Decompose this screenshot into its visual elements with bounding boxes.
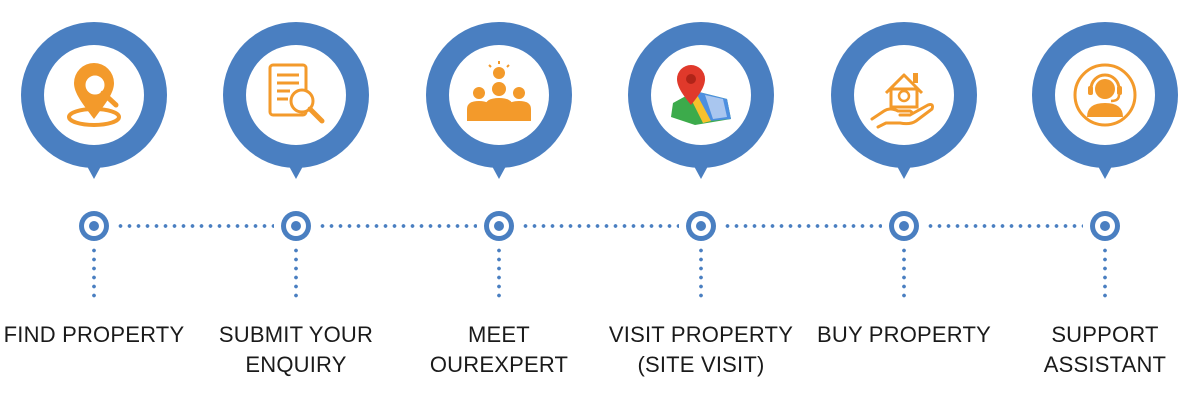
pin-face: [1055, 45, 1155, 145]
pin-tail: [1093, 157, 1117, 179]
pin-tail: [82, 157, 106, 179]
timeline-node: [889, 211, 919, 241]
pin-tail: [689, 157, 713, 179]
connector-dots: [926, 224, 1083, 228]
connector-dots: [318, 224, 477, 228]
pin-face: [449, 45, 549, 145]
step-pin: [21, 22, 167, 179]
step-pin: [1032, 22, 1178, 179]
drop-line-dots: [1103, 246, 1107, 300]
pin-face: [651, 45, 751, 145]
headset-support-icon: [1073, 63, 1137, 127]
step-label-line: MEET: [468, 322, 530, 347]
step-label: SUPPORT ASSISTANT: [1010, 320, 1200, 380]
step-label: VISIT PROPERTY (SITE VISIT): [606, 320, 796, 380]
house-in-hand-icon: [870, 73, 934, 129]
step-label-line: OUREXPERT: [429, 352, 569, 377]
timeline-node: [1090, 211, 1120, 241]
step-label: BUY PROPERTY: [809, 320, 999, 350]
step-label-line: SUPPORT: [1051, 322, 1159, 347]
step-label-line: BUY PROPERTY: [817, 322, 991, 347]
connector-dots: [521, 224, 679, 228]
step-label-line: FIND PROPERTY: [3, 322, 185, 347]
step-pin: [426, 22, 572, 179]
pin-tail: [284, 157, 308, 179]
step-label: FIND PROPERTY: [0, 320, 189, 350]
expert-team-icon: [467, 61, 531, 121]
map-pin-icon: [671, 65, 731, 125]
drop-line-dots: [497, 246, 501, 300]
drop-line-dots: [699, 246, 703, 300]
step-label-line: ENQUIRY: [245, 352, 347, 377]
step-label-line: SUBMIT YOUR: [218, 322, 374, 347]
drop-line-dots: [294, 246, 298, 300]
connector-dots: [723, 224, 882, 228]
pin-tail: [892, 157, 916, 179]
step-pin: [831, 22, 977, 179]
timeline-node: [686, 211, 716, 241]
step-label-line: VISIT PROPERTY: [608, 322, 794, 347]
location-search-icon: [67, 63, 121, 127]
timeline-node: [281, 211, 311, 241]
drop-line-dots: [902, 246, 906, 300]
pin-face: [854, 45, 954, 145]
pin-face: [44, 45, 144, 145]
drop-line-dots: [92, 246, 96, 300]
document-search-icon: [268, 63, 325, 124]
step-label-line: (SITE VISIT): [637, 352, 765, 377]
timeline-node: [79, 211, 109, 241]
timeline-node: [484, 211, 514, 241]
step-label: MEET OUREXPERT: [404, 320, 594, 380]
pin-tail: [487, 157, 511, 179]
pin-face: [246, 45, 346, 145]
step-label-line: ASSISTANT: [1043, 352, 1167, 377]
step-pin: [223, 22, 369, 179]
step-pin: [628, 22, 774, 179]
connector-dots: [116, 224, 274, 228]
step-label: SUBMIT YOUR ENQUIRY: [201, 320, 391, 380]
